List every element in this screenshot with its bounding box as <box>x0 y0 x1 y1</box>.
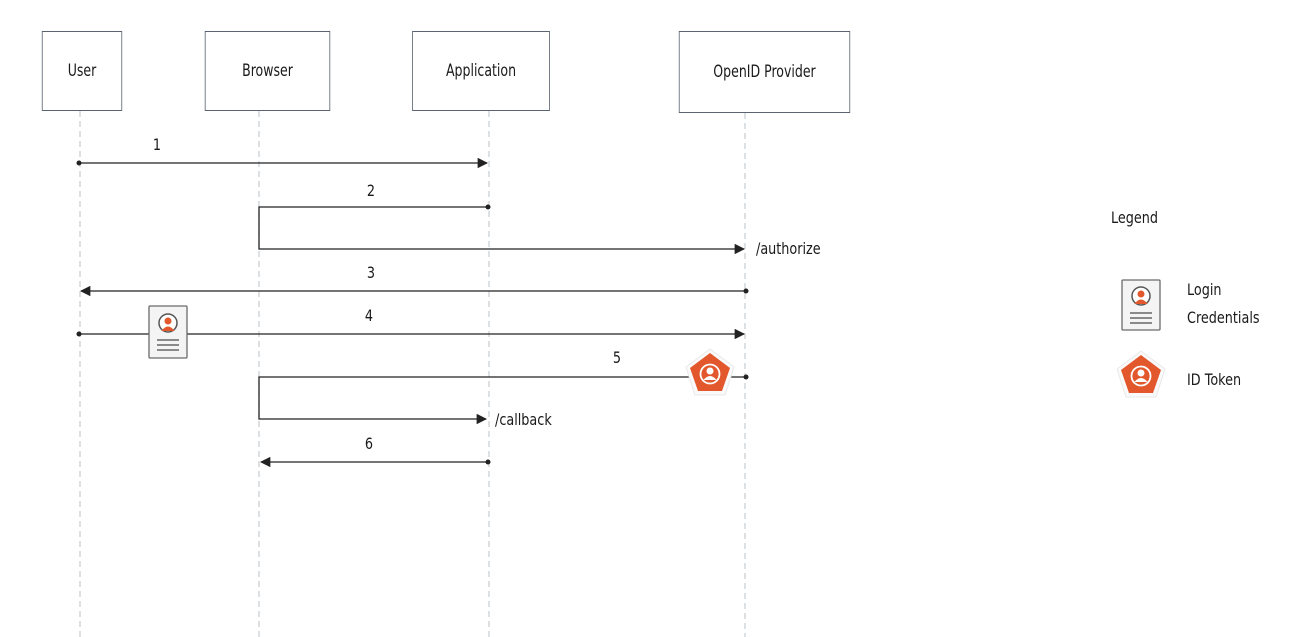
legend-label-credentials: Credentials <box>1187 308 1260 327</box>
message-4-arrow <box>76 328 746 340</box>
id-token-icon <box>685 348 735 396</box>
message-1-arrow <box>76 157 489 169</box>
actor-label-browser: Browser <box>242 61 293 81</box>
message-3-arrow <box>79 285 749 297</box>
endpoint-callback: /callback <box>495 410 552 429</box>
legend-label-id-token: ID Token <box>1187 370 1242 389</box>
actor-application: Application <box>412 31 550 111</box>
message-2-arrow <box>258 204 746 255</box>
actor-label-openid-provider: OpenID Provider <box>713 62 816 82</box>
endpoint-authorize: /authorize <box>756 239 821 258</box>
message-6-arrow <box>259 456 491 468</box>
message-2-label: 2 <box>366 181 376 200</box>
message-5-label: 5 <box>612 348 622 367</box>
legend-title: Legend <box>1111 208 1159 227</box>
legend-id-token-icon <box>1116 350 1166 398</box>
legend-login-credentials-icon <box>1121 279 1161 331</box>
message-5-arrow <box>258 374 749 425</box>
login-credentials-icon <box>148 305 188 359</box>
actor-label-application: Application <box>445 61 517 81</box>
actor-user: User <box>41 31 123 111</box>
legend-label-login: Login <box>1187 280 1222 299</box>
message-6-label: 6 <box>364 434 374 453</box>
actor-openid-provider: OpenID Provider <box>678 31 851 113</box>
message-3-label: 3 <box>366 263 376 282</box>
actor-browser: Browser <box>204 31 331 111</box>
actor-label-user: User <box>67 61 97 81</box>
message-4-label: 4 <box>364 306 374 325</box>
message-1-label: 1 <box>152 135 162 154</box>
